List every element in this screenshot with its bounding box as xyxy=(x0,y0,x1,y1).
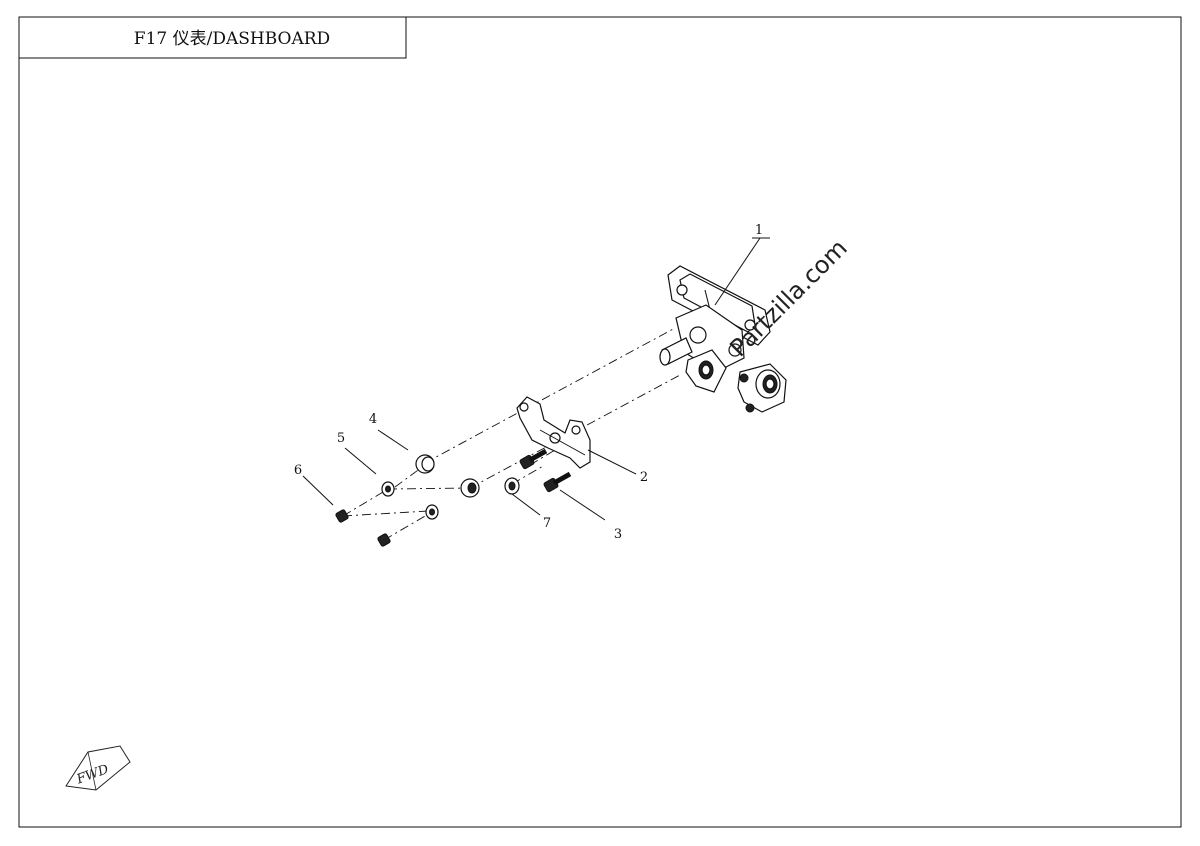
grommet-lower xyxy=(460,478,480,498)
nut-lower xyxy=(377,533,391,547)
assembly-lines xyxy=(342,327,681,541)
bolts xyxy=(519,448,572,493)
nut-upper xyxy=(335,509,349,523)
washers xyxy=(381,481,439,520)
nuts xyxy=(335,509,391,547)
watermark: Partzilla.com xyxy=(724,234,852,362)
spacer-nut-7 xyxy=(504,477,520,495)
dashboard-assembly xyxy=(659,265,787,413)
washer-lower xyxy=(425,504,439,520)
title-block: F17 仪表/DASHBOARD xyxy=(18,16,407,59)
callout-6: 6 xyxy=(294,463,302,478)
callout-1: 1 xyxy=(755,223,763,238)
washer-upper xyxy=(381,481,395,497)
diagram-title: F17 仪表/DASHBOARD xyxy=(134,29,330,49)
callout-2: 2 xyxy=(640,470,648,485)
bolt-lower xyxy=(543,471,572,493)
callout-4: 4 xyxy=(369,412,377,427)
mounting-bracket xyxy=(516,396,591,469)
callout-leaders xyxy=(302,237,770,521)
callout-3: 3 xyxy=(614,527,622,542)
bolt-upper xyxy=(519,448,548,470)
grommets xyxy=(415,454,480,498)
callout-7: 7 xyxy=(543,516,551,531)
sheet-border xyxy=(18,16,1182,828)
fwd-arrow-icon: FWD xyxy=(65,745,131,791)
callout-5: 5 xyxy=(337,431,345,446)
grommet-upper xyxy=(415,454,435,474)
